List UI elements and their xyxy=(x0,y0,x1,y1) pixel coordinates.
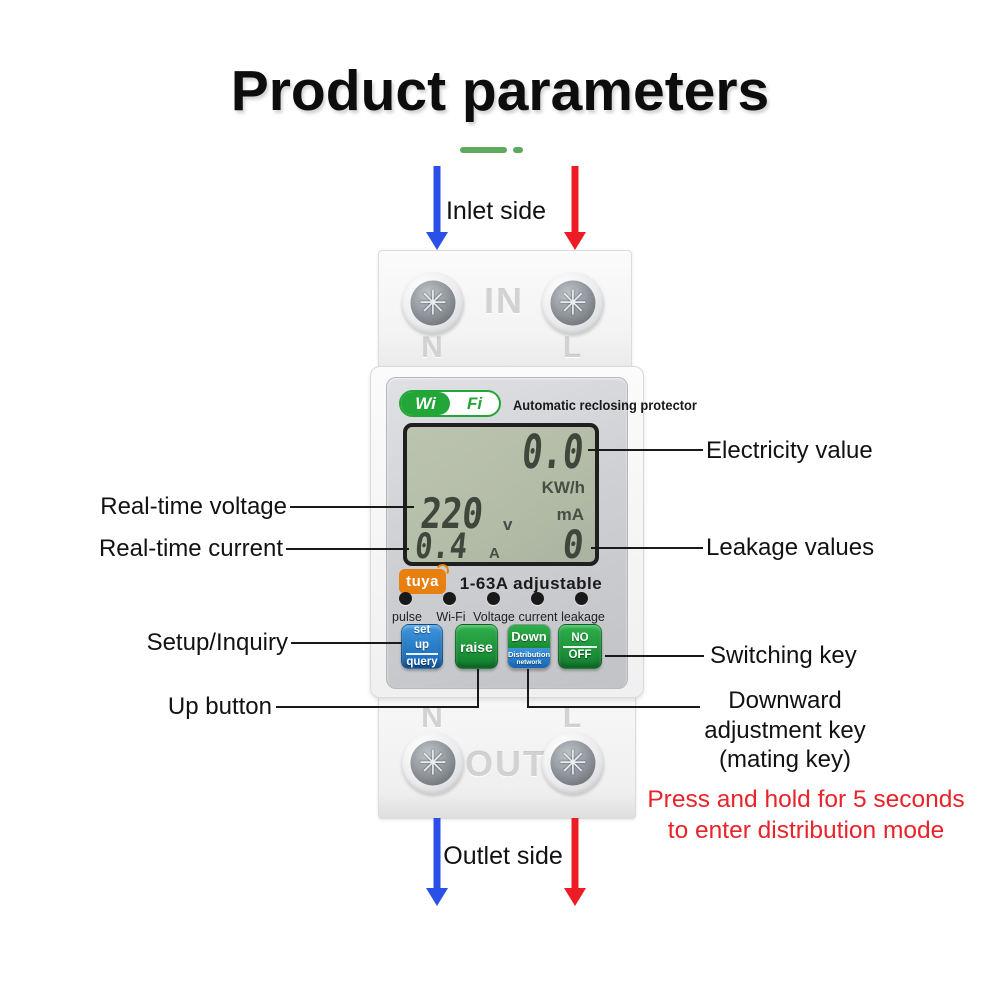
distribution-mode-note: Press and hold for 5 seconds to enter di… xyxy=(640,784,972,846)
downward-key-line2: adjustment key xyxy=(704,716,866,744)
setup-callout-line xyxy=(291,642,402,644)
note-line2: to enter distribution mode xyxy=(667,817,945,844)
switching-callout-line xyxy=(605,655,704,657)
inlet-side-label: Inlet side xyxy=(445,197,547,225)
rating-label: 1-63A adjustable xyxy=(459,574,603,593)
electricity-callout-line xyxy=(588,449,703,451)
no-off-button: NO OFF xyxy=(558,624,602,669)
arrow-head-icon xyxy=(564,888,586,906)
current-value: 0.4 xyxy=(413,527,470,567)
led-leakage xyxy=(575,592,588,605)
downward-key-line3: (mating key) xyxy=(718,746,852,773)
outlet-side-label: Outlet side xyxy=(443,842,563,870)
realtime-current-label: Real-time current xyxy=(98,535,283,562)
setup-button-line2: query xyxy=(405,652,439,668)
setup-query-button: set up query xyxy=(401,624,443,669)
arrow-shaft xyxy=(571,818,579,888)
up-button-label: Up button xyxy=(167,693,272,720)
screw-icon: ✳ xyxy=(558,743,588,783)
screw-icon: ✳ xyxy=(558,283,588,323)
up-button-callout-line xyxy=(276,706,479,708)
bottom-screw-l: ✳ xyxy=(542,732,604,794)
top-terminal-l-label: L xyxy=(562,331,584,364)
downward-key-label: Downward adjustment key (mating key) xyxy=(655,686,915,775)
energy-value: 0.0 xyxy=(519,425,587,480)
off-label: OFF xyxy=(562,645,598,663)
arrow-head-icon xyxy=(426,232,448,250)
product-name: Automatic reclosing protector xyxy=(513,397,697,413)
outlet-neutral-arrow xyxy=(426,818,448,908)
led-label-pulse: pulse xyxy=(392,610,422,624)
energy-unit-label: KW/h xyxy=(541,478,585,497)
inlet-live-arrow xyxy=(564,166,586,250)
no-label: NO xyxy=(571,631,589,644)
arrow-shaft xyxy=(571,166,579,232)
bottom-terminal-n-label: N xyxy=(421,701,445,734)
down-key-callout-vline xyxy=(527,669,529,708)
led-label-voltage: Voltage xyxy=(473,610,515,624)
underline-dash-short xyxy=(513,147,523,153)
bottom-terminal-l-label: L xyxy=(562,701,584,734)
note-line1: Press and hold for 5 seconds xyxy=(647,786,965,813)
led-label-current: current xyxy=(518,610,558,624)
distribution-label: Distribution xyxy=(507,649,551,659)
led-label-wifi: Wi-Fi xyxy=(436,610,466,624)
leakage-unit-label: mA xyxy=(556,505,584,524)
up-button-callout-vline xyxy=(477,669,479,708)
underline-dash-long xyxy=(460,147,507,153)
downward-key-line1: Downward xyxy=(728,687,842,714)
wifi-logo-left: Wi xyxy=(401,392,450,415)
arrow-shaft xyxy=(433,818,441,888)
arrow-shaft xyxy=(433,166,441,232)
lcd-display: 0.0 KW/h 220 v mA 0.4 A 0 xyxy=(403,423,599,568)
page-title: Product parameters xyxy=(230,59,770,123)
down-distribution-button: Down Distribution network xyxy=(507,624,551,669)
led-wifi xyxy=(443,592,456,605)
realtime-voltage-label: Real-time voltage xyxy=(100,493,287,520)
current-callout-line xyxy=(286,548,409,550)
title-underline xyxy=(460,147,523,153)
screw-icon: ✳ xyxy=(418,743,448,783)
screw-icon: ✳ xyxy=(418,283,448,323)
switching-key-label: Switching key xyxy=(710,642,857,669)
leakage-values-label: Leakage values xyxy=(706,534,875,561)
setup-button-line1: set up xyxy=(413,624,431,652)
wifi-logo: Wi Fi xyxy=(399,390,501,417)
outlet-live-arrow xyxy=(564,818,586,908)
arrow-head-icon xyxy=(426,888,448,906)
voltage-unit-label: v xyxy=(503,515,513,534)
in-embossed-label: IN xyxy=(484,280,524,321)
inlet-neutral-arrow xyxy=(426,166,448,250)
wifi-logo-right: Fi xyxy=(466,393,483,413)
led-current xyxy=(531,592,544,605)
led-pulse xyxy=(399,592,412,605)
down-button-label: Down xyxy=(508,625,550,649)
raise-button-label: raise xyxy=(460,638,493,655)
arrow-head-icon xyxy=(564,232,586,250)
leakage-callout-line xyxy=(591,547,703,549)
led-label-leakage: leakage xyxy=(561,610,605,624)
top-screw-n: ✳ xyxy=(402,272,464,334)
out-embossed-label: OUT xyxy=(465,743,547,784)
led-voltage xyxy=(487,592,500,605)
electricity-value-label: Electricity value xyxy=(706,437,873,464)
raise-button: raise xyxy=(455,624,498,669)
leakage-value: 0 xyxy=(559,523,586,568)
voltage-callout-line xyxy=(290,506,414,508)
top-terminal-n-label: N xyxy=(421,331,445,364)
down-key-callout-line xyxy=(527,706,700,708)
tuya-logo: tuya xyxy=(399,569,446,594)
setup-inquiry-label: Setup/Inquiry xyxy=(146,629,288,656)
current-unit-label: A xyxy=(489,545,500,562)
bottom-screw-n: ✳ xyxy=(402,732,464,794)
network-label: network xyxy=(516,658,542,666)
top-screw-l: ✳ xyxy=(542,272,604,334)
